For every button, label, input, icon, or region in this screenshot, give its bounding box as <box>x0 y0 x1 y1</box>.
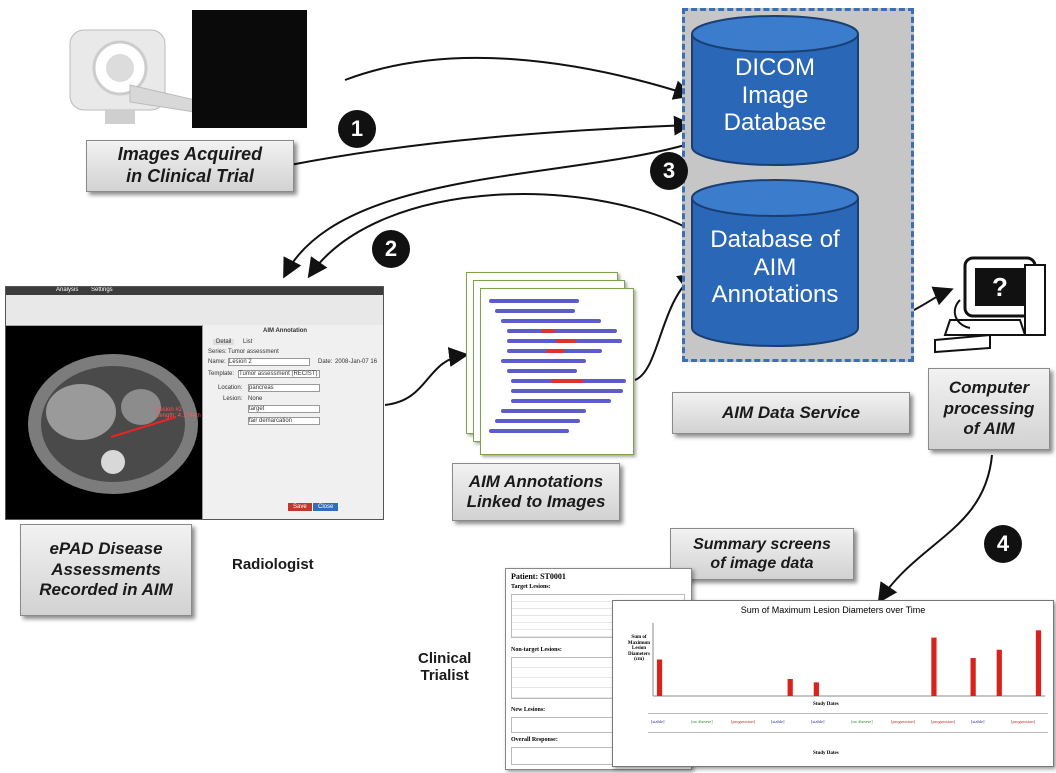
aim-annotation-panel: AIM Annotation Detail List Series: Tumor… <box>202 325 383 519</box>
new-lesions-heading: New Lesions: <box>511 707 546 713</box>
computer-processing-callout: Computer processing of AIM <box>928 368 1050 450</box>
images-acquired-callout: Images Acquired in Clinical Trial <box>86 140 294 192</box>
epad-callout: ePAD Disease Assessments Recorded in AIM <box>20 524 192 616</box>
chart-bar <box>931 637 937 696</box>
date-value: 2008-Jan-07 16 <box>335 359 378 365</box>
aim-data-service-callout: AIM Data Service <box>672 392 910 434</box>
tab-list[interactable]: List <box>243 339 253 345</box>
aim-database-cylinder: Database of AIM Annotations <box>690 178 860 350</box>
epad-screenshot: Analysis Settings Lesion #2 Length: 4.17… <box>5 286 384 520</box>
nontarget-lesions-heading: Non-target Lesions: <box>511 647 562 653</box>
response-label: [no disease] <box>691 719 713 724</box>
response-label: [progression] <box>731 719 755 724</box>
response-label: [no disease] <box>851 719 873 724</box>
tab-detail[interactable]: Detail <box>213 339 235 345</box>
ct-scanner-image <box>60 20 200 130</box>
step-badge-1: 1 <box>338 110 376 148</box>
name-label: Name: <box>208 359 226 365</box>
target-select[interactable]: target <box>248 405 320 413</box>
response-label: [stable] <box>651 719 665 724</box>
response-label: [progression] <box>931 719 955 724</box>
chart-xlabel: Study Dates <box>813 702 839 707</box>
epad-toolbar <box>6 295 383 326</box>
save-button[interactable]: Save <box>288 503 312 511</box>
response-label: [stable] <box>971 719 985 724</box>
aim-annotation-doc-front <box>480 288 634 455</box>
series-label: Series: <box>208 349 227 355</box>
arrow-scanner-to-dicom <box>344 56 694 100</box>
epad-menubar: Analysis Settings <box>6 287 383 295</box>
lesion-value: None <box>248 396 263 402</box>
step-badge-2: 2 <box>372 230 410 268</box>
chart-bar <box>813 682 819 696</box>
arrow-aimdb-to-epad <box>307 193 701 279</box>
chart-title: Sum of Maximum Lesion Diameters over Tim… <box>740 605 926 615</box>
epad-menu-settings[interactable]: Settings <box>91 287 113 293</box>
summary-chart-panel: Sum of Maximum Lesion Diameters over Tim… <box>612 600 1054 767</box>
radiologist-label: Radiologist <box>232 556 314 573</box>
aim-database-label: Database of AIM Annotations <box>710 226 840 309</box>
close-button[interactable]: Close <box>313 503 339 511</box>
response-strip-xlabel: Study Dates <box>813 751 839 756</box>
step-badge-4: 4 <box>984 525 1022 563</box>
arrow-computer-to-summary <box>877 454 993 604</box>
arrow-images-to-dicom <box>289 115 694 166</box>
chart-bar <box>970 658 976 696</box>
step-badge-3: 3 <box>650 152 688 190</box>
template-label: Template: <box>208 371 235 377</box>
chart-bar <box>996 649 1002 696</box>
svg-text:?: ? <box>992 272 1008 302</box>
target-lesions-heading: Target Lesions: <box>511 584 551 590</box>
response-label: [stable] <box>811 719 825 724</box>
aim-annotations-callout: AIM Annotations Linked to Images <box>452 463 620 521</box>
response-label: [stable] <box>771 719 785 724</box>
location-select[interactable]: pancreas <box>248 384 320 392</box>
computer-processing-icon: ? <box>930 240 1050 360</box>
patient-report-title: Patient: ST0001 <box>511 572 566 581</box>
chart-ylabel: Sum of Maximum Lesion Diameters (cm) <box>627 635 651 662</box>
chart-bar <box>1035 630 1042 696</box>
dicom-database-cylinder: DICOM Image Database <box>690 14 860 169</box>
response-label: [progression] <box>1011 719 1035 724</box>
overall-response-heading: Overall Response: <box>511 737 558 743</box>
ct-image-grid <box>192 10 307 128</box>
lesion-label: Lesion: <box>223 396 243 402</box>
response-label: [progression] <box>891 719 915 724</box>
date-label: Date: <box>318 359 333 365</box>
clinical-trialist-label: Clinical Trialist <box>418 650 472 684</box>
chart-bar <box>656 659 663 696</box>
dicom-database-label: DICOM Image Database <box>723 54 827 137</box>
arrow-epad-to-annotations <box>384 347 469 406</box>
aim-panel-title: AIM Annotation <box>263 328 308 334</box>
response-strip <box>648 713 1048 733</box>
ct-slice-image <box>26 342 201 507</box>
series-value: Tumor assessment <box>228 349 279 355</box>
measurement-label: Lesion #2 Length: 4.174cm <box>156 407 201 419</box>
name-field[interactable]: Lesion 2 <box>228 358 310 366</box>
summary-screens-callout: Summary screens of image data <box>670 528 854 580</box>
location-label: Location: <box>218 385 243 391</box>
epad-menu-analysis[interactable]: Analysis <box>56 287 79 293</box>
chart-bar <box>787 678 793 696</box>
bar-chart-svg: [stable] [no disease] [progression] [stable… <box>651 623 1045 724</box>
fair-select[interactable]: fair demarcation <box>248 417 320 425</box>
arrow-dicom-to-epad <box>283 144 686 279</box>
template-select[interactable]: Tumor assessment (RECIST) <box>238 370 320 378</box>
